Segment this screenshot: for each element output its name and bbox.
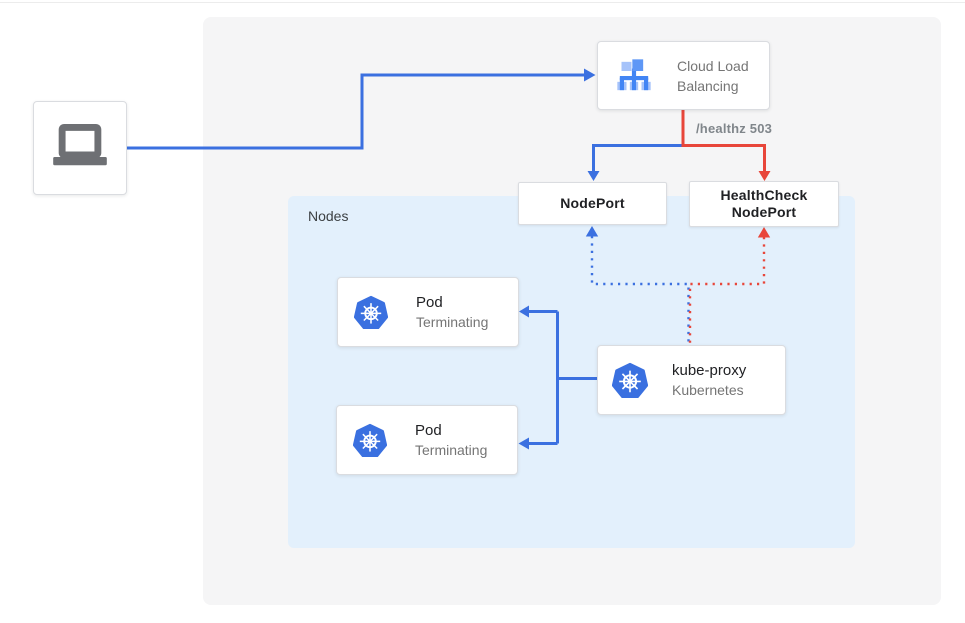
nodeport-label: NodePort	[560, 195, 625, 211]
pod-card-bottom: Pod Terminating	[336, 405, 518, 475]
nodes-group-label: Nodes	[308, 208, 349, 224]
top-divider	[0, 2, 965, 3]
kubernetes-icon	[612, 362, 648, 398]
cloud-load-balancing-label: Cloud Load Balancing	[677, 57, 749, 94]
healthz-status-label: /healthz 503	[696, 121, 773, 136]
pod-status: Terminating	[415, 442, 488, 458]
load-balancer-icon	[614, 56, 654, 96]
nodeport-card: NodePort	[518, 182, 667, 225]
kube-proxy-card: kube-proxy Kubernetes	[597, 345, 786, 415]
kubernetes-icon	[354, 295, 388, 329]
client-card	[33, 101, 127, 195]
kubernetes-icon	[353, 423, 387, 457]
kube-proxy-title: kube-proxy	[672, 362, 747, 379]
cloud-load-balancing-card: Cloud Load Balancing	[597, 41, 770, 110]
laptop-icon	[47, 115, 113, 181]
kube-proxy-subtitle: Kubernetes	[672, 382, 744, 398]
pod-title: Pod	[416, 294, 443, 311]
healthcheck-nodeport-card: HealthCheck NodePort	[689, 181, 839, 227]
pod-card-top: Pod Terminating	[337, 277, 519, 347]
pod-status: Terminating	[416, 314, 489, 330]
pod-title: Pod	[415, 422, 442, 439]
healthcheck-nodeport-label: HealthCheck NodePort	[720, 187, 808, 220]
